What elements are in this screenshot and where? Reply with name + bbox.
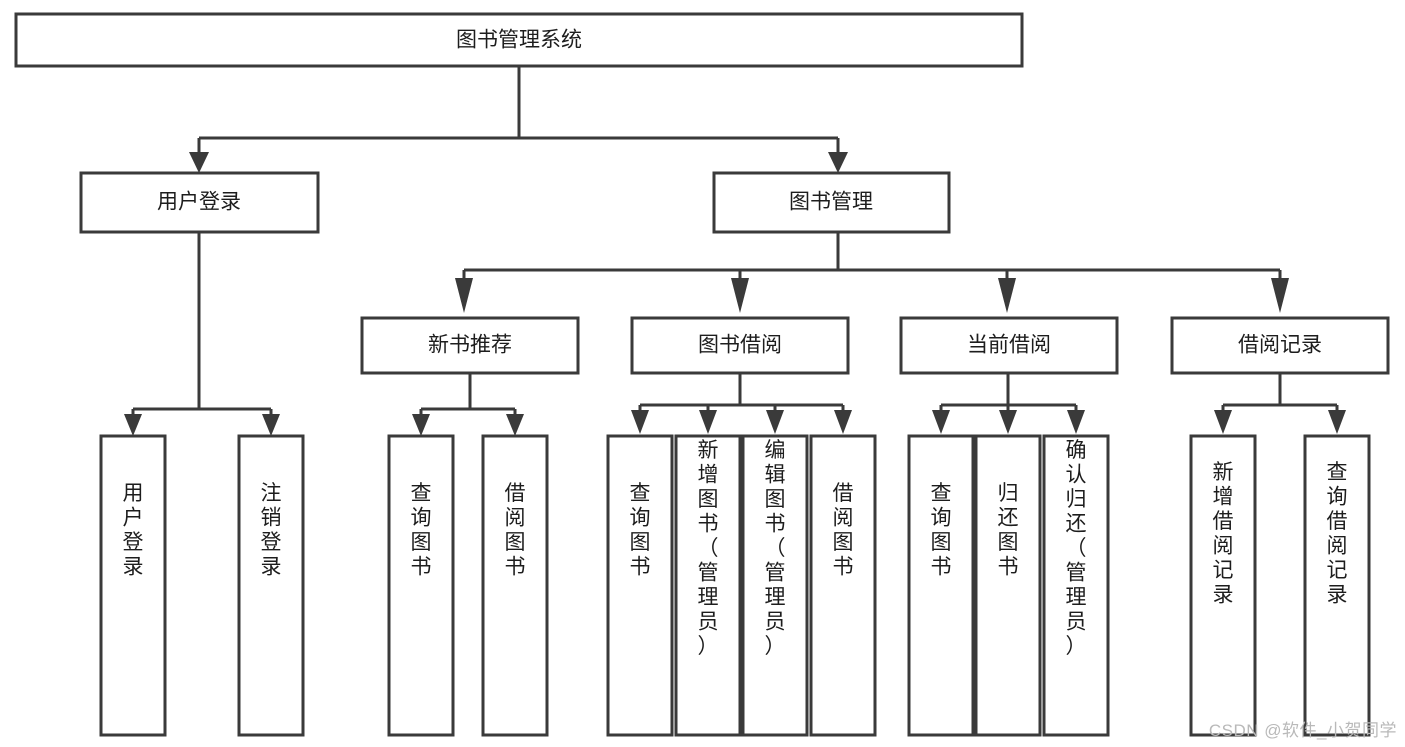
- csdn-watermark: CSDN @软件_小贺同学: [1208, 721, 1397, 740]
- node-leaf-user-login[interactable]: 用户登录: [99, 434, 167, 737]
- node-leaf-borrow-book-1-label: 借阅图书: [505, 482, 526, 579]
- node-leaf-query-record-label: 查询借阅记录: [1327, 461, 1348, 607]
- node-current-borrow-label: 当前借阅: [967, 334, 1051, 357]
- node-user-login[interactable]: 用户登录: [79, 171, 320, 234]
- node-leaf-query-book-3[interactable]: 查询图书: [907, 434, 975, 737]
- node-leaf-confirm-return-box[interactable]: [1042, 434, 1110, 737]
- node-leaf-query-record[interactable]: 查询借阅记录: [1303, 434, 1371, 737]
- node-leaf-edit-book[interactable]: 编辑图书（管理员）: [741, 434, 809, 737]
- node-leaf-confirm-return-label: 确认归还（管理员）: [1066, 439, 1087, 658]
- node-leaf-add-record-box[interactable]: [1189, 434, 1257, 737]
- node-leaf-borrow-book-2-box[interactable]: [809, 434, 877, 737]
- arrowhead-leaf-query-book-2: [631, 410, 649, 434]
- node-leaf-edit-book-box[interactable]: [741, 434, 809, 737]
- connector-layer: [124, 66, 1346, 436]
- node-root[interactable]: 图书管理系统: [14, 12, 1024, 68]
- node-leaf-logout-label: 注销登录: [261, 482, 282, 579]
- node-leaf-add-book-box[interactable]: [674, 434, 742, 737]
- arrowhead-leaf-add-record: [1214, 410, 1232, 434]
- node-leaf-borrow-book-2-label: 借阅图书: [833, 482, 854, 579]
- node-leaf-user-login-label: 用户登录: [123, 482, 144, 579]
- node-leaf-add-book-label: 新增图书（管理员）: [698, 439, 719, 658]
- node-book-manage[interactable]: 图书管理: [712, 171, 951, 234]
- node-leaf-add-book[interactable]: 新增图书（管理员）: [674, 434, 742, 737]
- node-leaf-return-book-box[interactable]: [974, 434, 1042, 737]
- arrowhead-new-book-rec: [455, 278, 473, 313]
- arrowhead-book-manage: [828, 152, 848, 173]
- node-root-box[interactable]: [14, 12, 1024, 68]
- node-borrow-record-box[interactable]: [1170, 316, 1390, 375]
- node-borrow-record[interactable]: 借阅记录: [1170, 316, 1390, 375]
- node-new-book-rec[interactable]: 新书推荐: [360, 316, 580, 375]
- node-leaf-borrow-book-1[interactable]: 借阅图书: [481, 434, 549, 737]
- arrowhead-leaf-confirm-return: [1067, 410, 1085, 434]
- arrowhead-leaf-user-login: [124, 414, 142, 436]
- arrowhead-leaf-borrow-book-1: [506, 414, 524, 436]
- node-root-label: 图书管理系统: [456, 29, 582, 52]
- arrowhead-borrow-record: [1271, 278, 1289, 313]
- node-leaf-query-book-1-label: 查询图书: [411, 482, 432, 579]
- node-leaf-confirm-return[interactable]: 确认归还（管理员）: [1042, 434, 1110, 737]
- node-book-manage-label: 图书管理: [789, 191, 873, 214]
- arrowhead-current-borrow: [998, 278, 1016, 313]
- node-leaf-logout[interactable]: 注销登录: [237, 434, 305, 737]
- node-book-borrow-box[interactable]: [630, 316, 850, 375]
- node-leaf-borrow-book-1-box[interactable]: [481, 434, 549, 737]
- arrowhead-leaf-borrow-book-2: [834, 410, 852, 434]
- node-leaf-query-book-1-box[interactable]: [387, 434, 455, 737]
- node-user-login-label: 用户登录: [157, 191, 241, 214]
- node-new-book-rec-label: 新书推荐: [428, 334, 512, 357]
- arrowhead-leaf-return-book: [999, 410, 1017, 434]
- node-leaf-borrow-book-2[interactable]: 借阅图书: [809, 434, 877, 737]
- arrowhead-leaf-logout: [262, 414, 280, 436]
- arrowhead-leaf-edit-book: [766, 410, 784, 434]
- node-leaf-query-book-3-box[interactable]: [907, 434, 975, 737]
- node-leaf-query-book-2-box[interactable]: [606, 434, 674, 737]
- node-book-borrow-label: 图书借阅: [698, 334, 782, 357]
- node-leaf-edit-book-label: 编辑图书（管理员）: [765, 439, 786, 658]
- node-leaf-user-login-box[interactable]: [99, 434, 167, 737]
- node-leaf-query-book-2[interactable]: 查询图书: [606, 434, 674, 737]
- arrowhead-leaf-query-book-1: [412, 414, 430, 436]
- node-leaf-add-record[interactable]: 新增借阅记录: [1189, 434, 1257, 737]
- node-leaf-add-record-label: 新增借阅记录: [1213, 461, 1234, 607]
- node-leaf-query-book-2-label: 查询图书: [630, 482, 651, 579]
- node-new-book-rec-box[interactable]: [360, 316, 580, 375]
- node-leaf-query-book-3-label: 查询图书: [931, 482, 952, 579]
- node-leaf-query-book-1[interactable]: 查询图书: [387, 434, 455, 737]
- node-borrow-record-label: 借阅记录: [1238, 334, 1322, 357]
- node-user-login-box[interactable]: [79, 171, 320, 234]
- node-current-borrow-box[interactable]: [899, 316, 1119, 375]
- node-leaf-logout-box[interactable]: [237, 434, 305, 737]
- node-current-borrow[interactable]: 当前借阅: [899, 316, 1119, 375]
- arrowhead-leaf-query-book-3: [932, 410, 950, 434]
- node-book-borrow[interactable]: 图书借阅: [630, 316, 850, 375]
- arrowhead-leaf-query-record: [1328, 410, 1346, 434]
- arrowhead-book-borrow: [731, 278, 749, 313]
- node-leaf-query-record-box[interactable]: [1303, 434, 1371, 737]
- arrowhead-user-login: [189, 152, 209, 173]
- arrowhead-leaf-add-book: [699, 410, 717, 434]
- node-leaf-return-book[interactable]: 归还图书: [974, 434, 1042, 737]
- node-leaf-return-book-label: 归还图书: [998, 482, 1019, 579]
- node-book-manage-box[interactable]: [712, 171, 951, 234]
